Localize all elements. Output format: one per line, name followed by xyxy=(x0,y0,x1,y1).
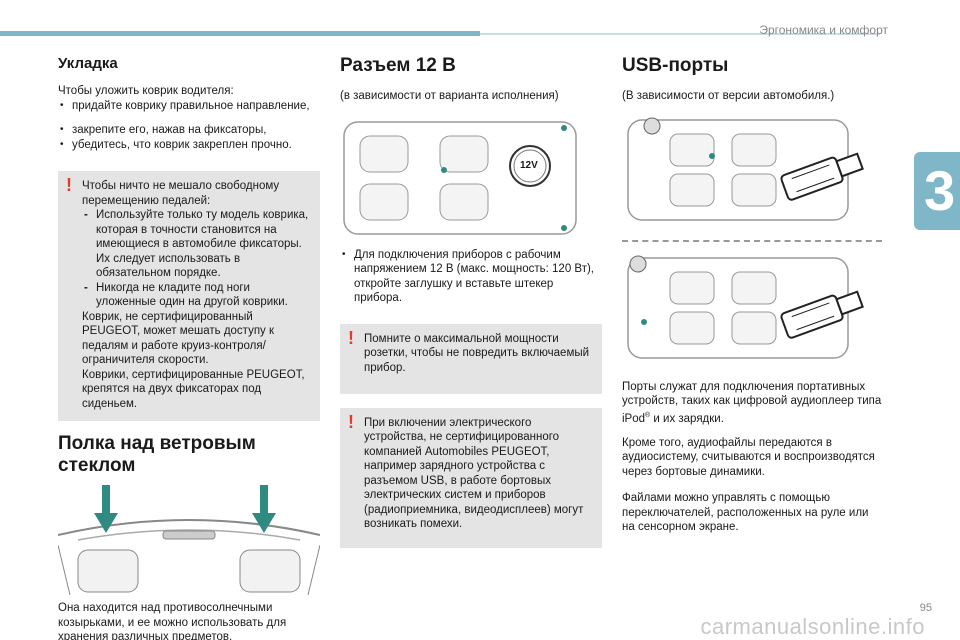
warning-item: Используйте только ту модель коврика, ко… xyxy=(82,208,312,281)
chapter-tab: 3 xyxy=(914,152,960,230)
warning-intro: Чтобы ничто не мешало свободному перемещ… xyxy=(82,180,280,207)
socket-warning-text: При включении электрического устройства,… xyxy=(364,416,584,531)
page-number: 95 xyxy=(919,602,932,614)
usb-rear-drawing xyxy=(627,255,864,359)
usb-illustration-front xyxy=(622,114,882,226)
warning-icon: ! xyxy=(66,175,72,195)
mats-steps: придайте коврику правильное направление,… xyxy=(58,99,320,153)
usb-text-3: Файлами можно управлять с помощью перекл… xyxy=(622,492,869,534)
chapter-number: 3 xyxy=(924,159,956,222)
mats-step: закрепите его, нажав на фиксаторы, xyxy=(58,123,320,138)
column-mats: Укладка Чтобы уложить коврик водителя: п… xyxy=(57,55,321,640)
mats-title: Укладка xyxy=(58,55,118,72)
car-topview-drawing xyxy=(343,120,577,235)
socket-warning-box: ! При включении электрического устройств… xyxy=(340,407,602,548)
socket-title: Разъем 12 В xyxy=(340,55,456,76)
usb-title: USB-порты xyxy=(622,55,729,76)
section-title: Эргономика и комфорт xyxy=(759,23,888,37)
usb-illustration-rear xyxy=(622,252,882,364)
header-divider xyxy=(480,33,880,35)
column-socket: Разъем 12 В (в зависимости от варианта и… xyxy=(340,55,602,548)
socket-12v-label: 12V xyxy=(520,159,538,171)
socket-step: Для подключения приборов с рабочим напря… xyxy=(340,248,602,306)
mats-warning-box: ! Чтобы ничто не мешало свободному перем… xyxy=(58,171,320,421)
usb-text-1: Порты служат для подключения портативных… xyxy=(622,380,882,426)
watermark: carmanualsonline.info xyxy=(700,614,925,639)
mats-step: придайте коврику правильное направление, xyxy=(58,99,320,114)
usb-text-1a: Порты служат для подключения портативных… xyxy=(622,380,882,425)
usb-text-1b: и их зарядки. xyxy=(650,412,724,425)
usb-text-2: Кроме того, аудиофайлы передаются в ауди… xyxy=(622,436,875,478)
shelf-text: Она находится над противосолнечными козы… xyxy=(58,602,287,640)
socket-warning-text: Помните о максимальной мощности розетки,… xyxy=(364,332,590,374)
usb-dashed-separator xyxy=(622,239,882,242)
warning-list: Используйте только ту модель коврика, ко… xyxy=(82,208,312,310)
shelf-illustration xyxy=(57,485,321,596)
socket-illustration: 12V xyxy=(340,118,602,238)
header-accent-bar xyxy=(0,31,480,36)
warning-text: Коврик, не сертифицированный PEUGEOT, мо… xyxy=(82,310,275,367)
windscreen-shelf-drawing xyxy=(57,485,321,596)
column-usb: USB-порты (В зависимости от версии автом… xyxy=(622,55,882,535)
warning-icon: ! xyxy=(348,411,354,432)
shelf-title: Полка над ветровым стеклом xyxy=(58,433,256,476)
registered-mark: ® xyxy=(645,411,651,419)
warning-item: Никогда не кладите под ноги уложенные од… xyxy=(82,281,312,310)
warning-icon: ! xyxy=(348,327,354,348)
socket-note: (в зависимости от варианта исполнения) xyxy=(340,90,559,102)
socket-steps: Для подключения приборов с рабочим напря… xyxy=(340,248,602,306)
usb-note: (В зависимости от версии автомобиля.) xyxy=(622,90,835,102)
mats-step: убедитесь, что коврик закреплен прочно. xyxy=(58,138,320,153)
warning-text: Коврики, сертифицированные PEUGEOT, креп… xyxy=(82,368,305,410)
mats-intro: Чтобы уложить коврик водителя: xyxy=(58,85,234,97)
usb-front-drawing xyxy=(627,117,864,221)
socket-warning-box: ! Помните о максимальной мощности розетк… xyxy=(340,323,602,394)
